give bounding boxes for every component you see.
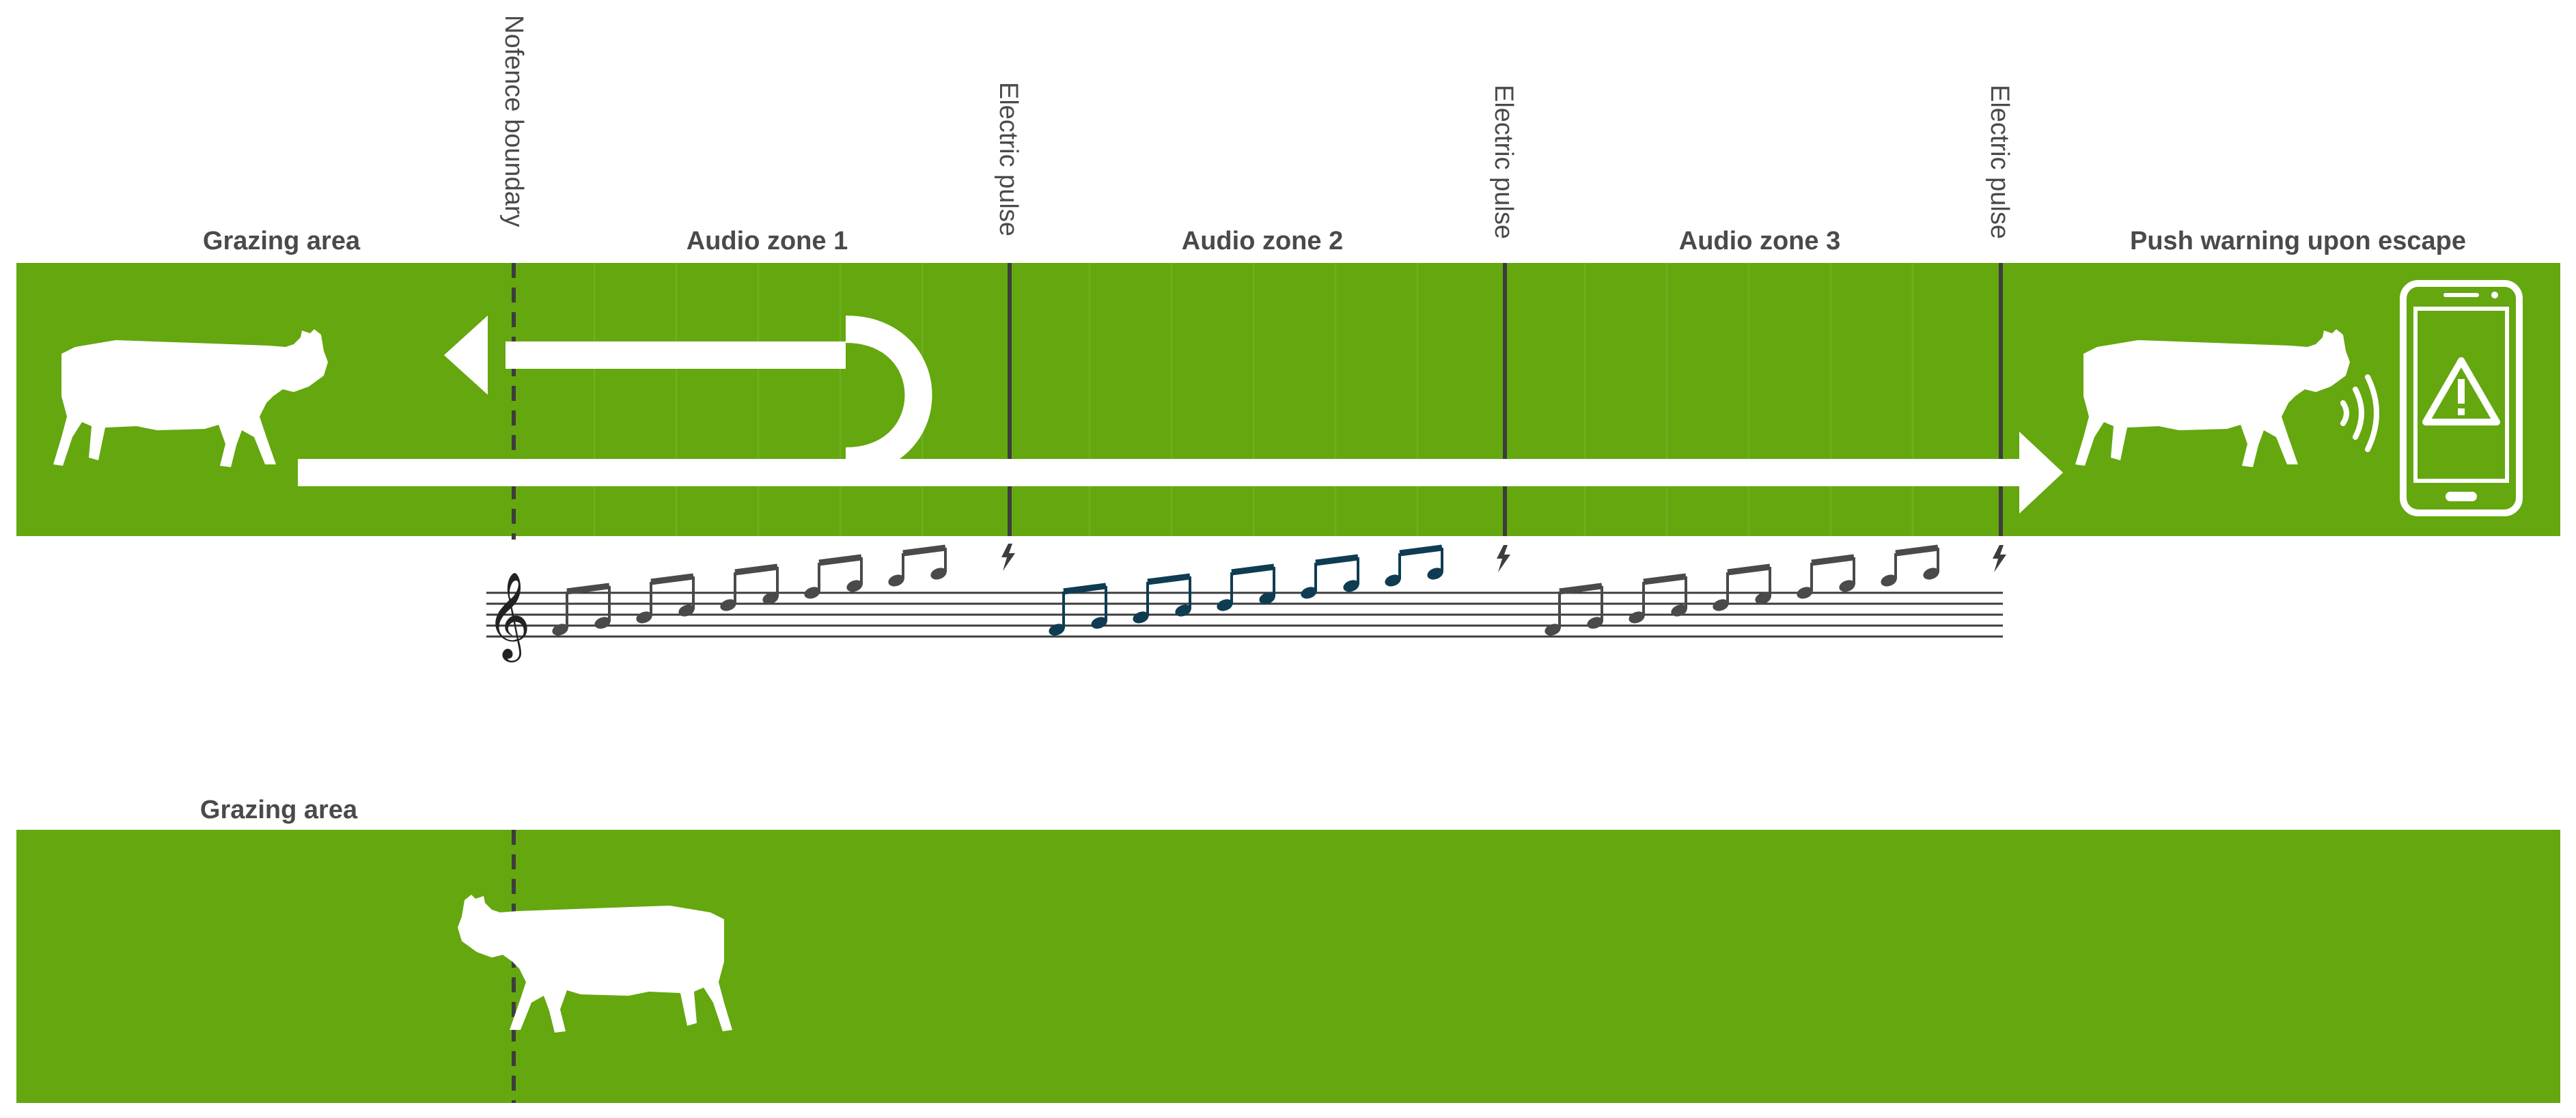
note-beam xyxy=(1643,573,1687,585)
note-head xyxy=(1797,587,1813,599)
warning-icon xyxy=(2422,357,2500,425)
bottom-field xyxy=(16,830,2560,1103)
note-head xyxy=(1133,611,1149,624)
escape-arrow-head xyxy=(2019,432,2063,514)
label-nofence-boundary: Nofence boundary xyxy=(499,15,528,227)
note-head xyxy=(846,580,863,592)
note-head xyxy=(888,574,904,587)
label-audio-zone-2: Audio zone 2 xyxy=(1182,227,1343,255)
label-audio-zone-3: Audio zone 3 xyxy=(1679,227,1840,255)
note-head xyxy=(762,592,779,604)
note-beam xyxy=(1559,583,1603,595)
note-head xyxy=(552,624,568,636)
note-head xyxy=(1713,599,1729,611)
return-arrow-head xyxy=(444,316,488,395)
music-staff xyxy=(486,591,2003,638)
lightning-icon xyxy=(1497,545,1510,572)
label-electric-pulse-2: Electric pulse xyxy=(1489,85,1518,239)
note-head xyxy=(1923,568,1939,580)
note-head xyxy=(1629,611,1645,624)
note-head xyxy=(1671,604,1687,617)
label-push-warning: Push warning upon escape xyxy=(2130,227,2466,255)
note-head xyxy=(678,604,695,617)
note-head xyxy=(930,568,947,580)
note-head xyxy=(636,611,652,624)
return-arrow xyxy=(845,316,932,475)
note-beam xyxy=(1811,554,1855,566)
note-head xyxy=(1385,574,1401,587)
label-audio-zone-1: Audio zone 1 xyxy=(687,227,848,255)
note-beam xyxy=(1063,583,1107,595)
note-beam xyxy=(1727,563,1771,576)
note-beam xyxy=(1895,544,1939,557)
note-beam xyxy=(1231,563,1275,576)
note-groups xyxy=(552,544,1939,636)
note-beam xyxy=(902,544,946,557)
note-head xyxy=(1049,624,1065,636)
note-head xyxy=(1301,587,1317,599)
note-head xyxy=(720,599,736,611)
signal-waves-icon xyxy=(2340,374,2379,452)
zone-stripes xyxy=(593,263,1914,536)
label-grazing-area-bottom: Grazing area xyxy=(200,796,358,824)
note-head xyxy=(594,617,611,629)
note-head xyxy=(1881,574,1897,587)
note-beam xyxy=(1315,554,1359,566)
note-head xyxy=(1839,580,1855,592)
lightning-icon xyxy=(1993,545,2006,572)
note-head xyxy=(1427,568,1443,580)
label-grazing-area-top: Grazing area xyxy=(203,227,361,255)
note-head xyxy=(1755,592,1771,604)
note-head xyxy=(1343,580,1359,592)
note-head xyxy=(1217,599,1233,611)
note-beam xyxy=(734,563,778,576)
note-head xyxy=(1587,617,1603,629)
label-electric-pulse-3: Electric pulse xyxy=(1985,85,2014,239)
note-head xyxy=(1091,617,1107,629)
smartphone-icon xyxy=(2400,280,2523,516)
note-beam xyxy=(818,554,862,566)
note-head xyxy=(1175,604,1191,617)
note-beam xyxy=(650,573,694,585)
note-head xyxy=(1259,592,1275,604)
label-electric-pulse-1: Electric pulse xyxy=(994,82,1023,236)
note-beam xyxy=(1399,544,1443,557)
treble-clef-icon: 𝄞 xyxy=(486,571,531,662)
note-head xyxy=(1545,624,1561,636)
note-beam xyxy=(566,583,610,595)
note-beam xyxy=(1147,573,1191,585)
note-head xyxy=(804,587,820,599)
lightning-icon xyxy=(1001,544,1015,571)
